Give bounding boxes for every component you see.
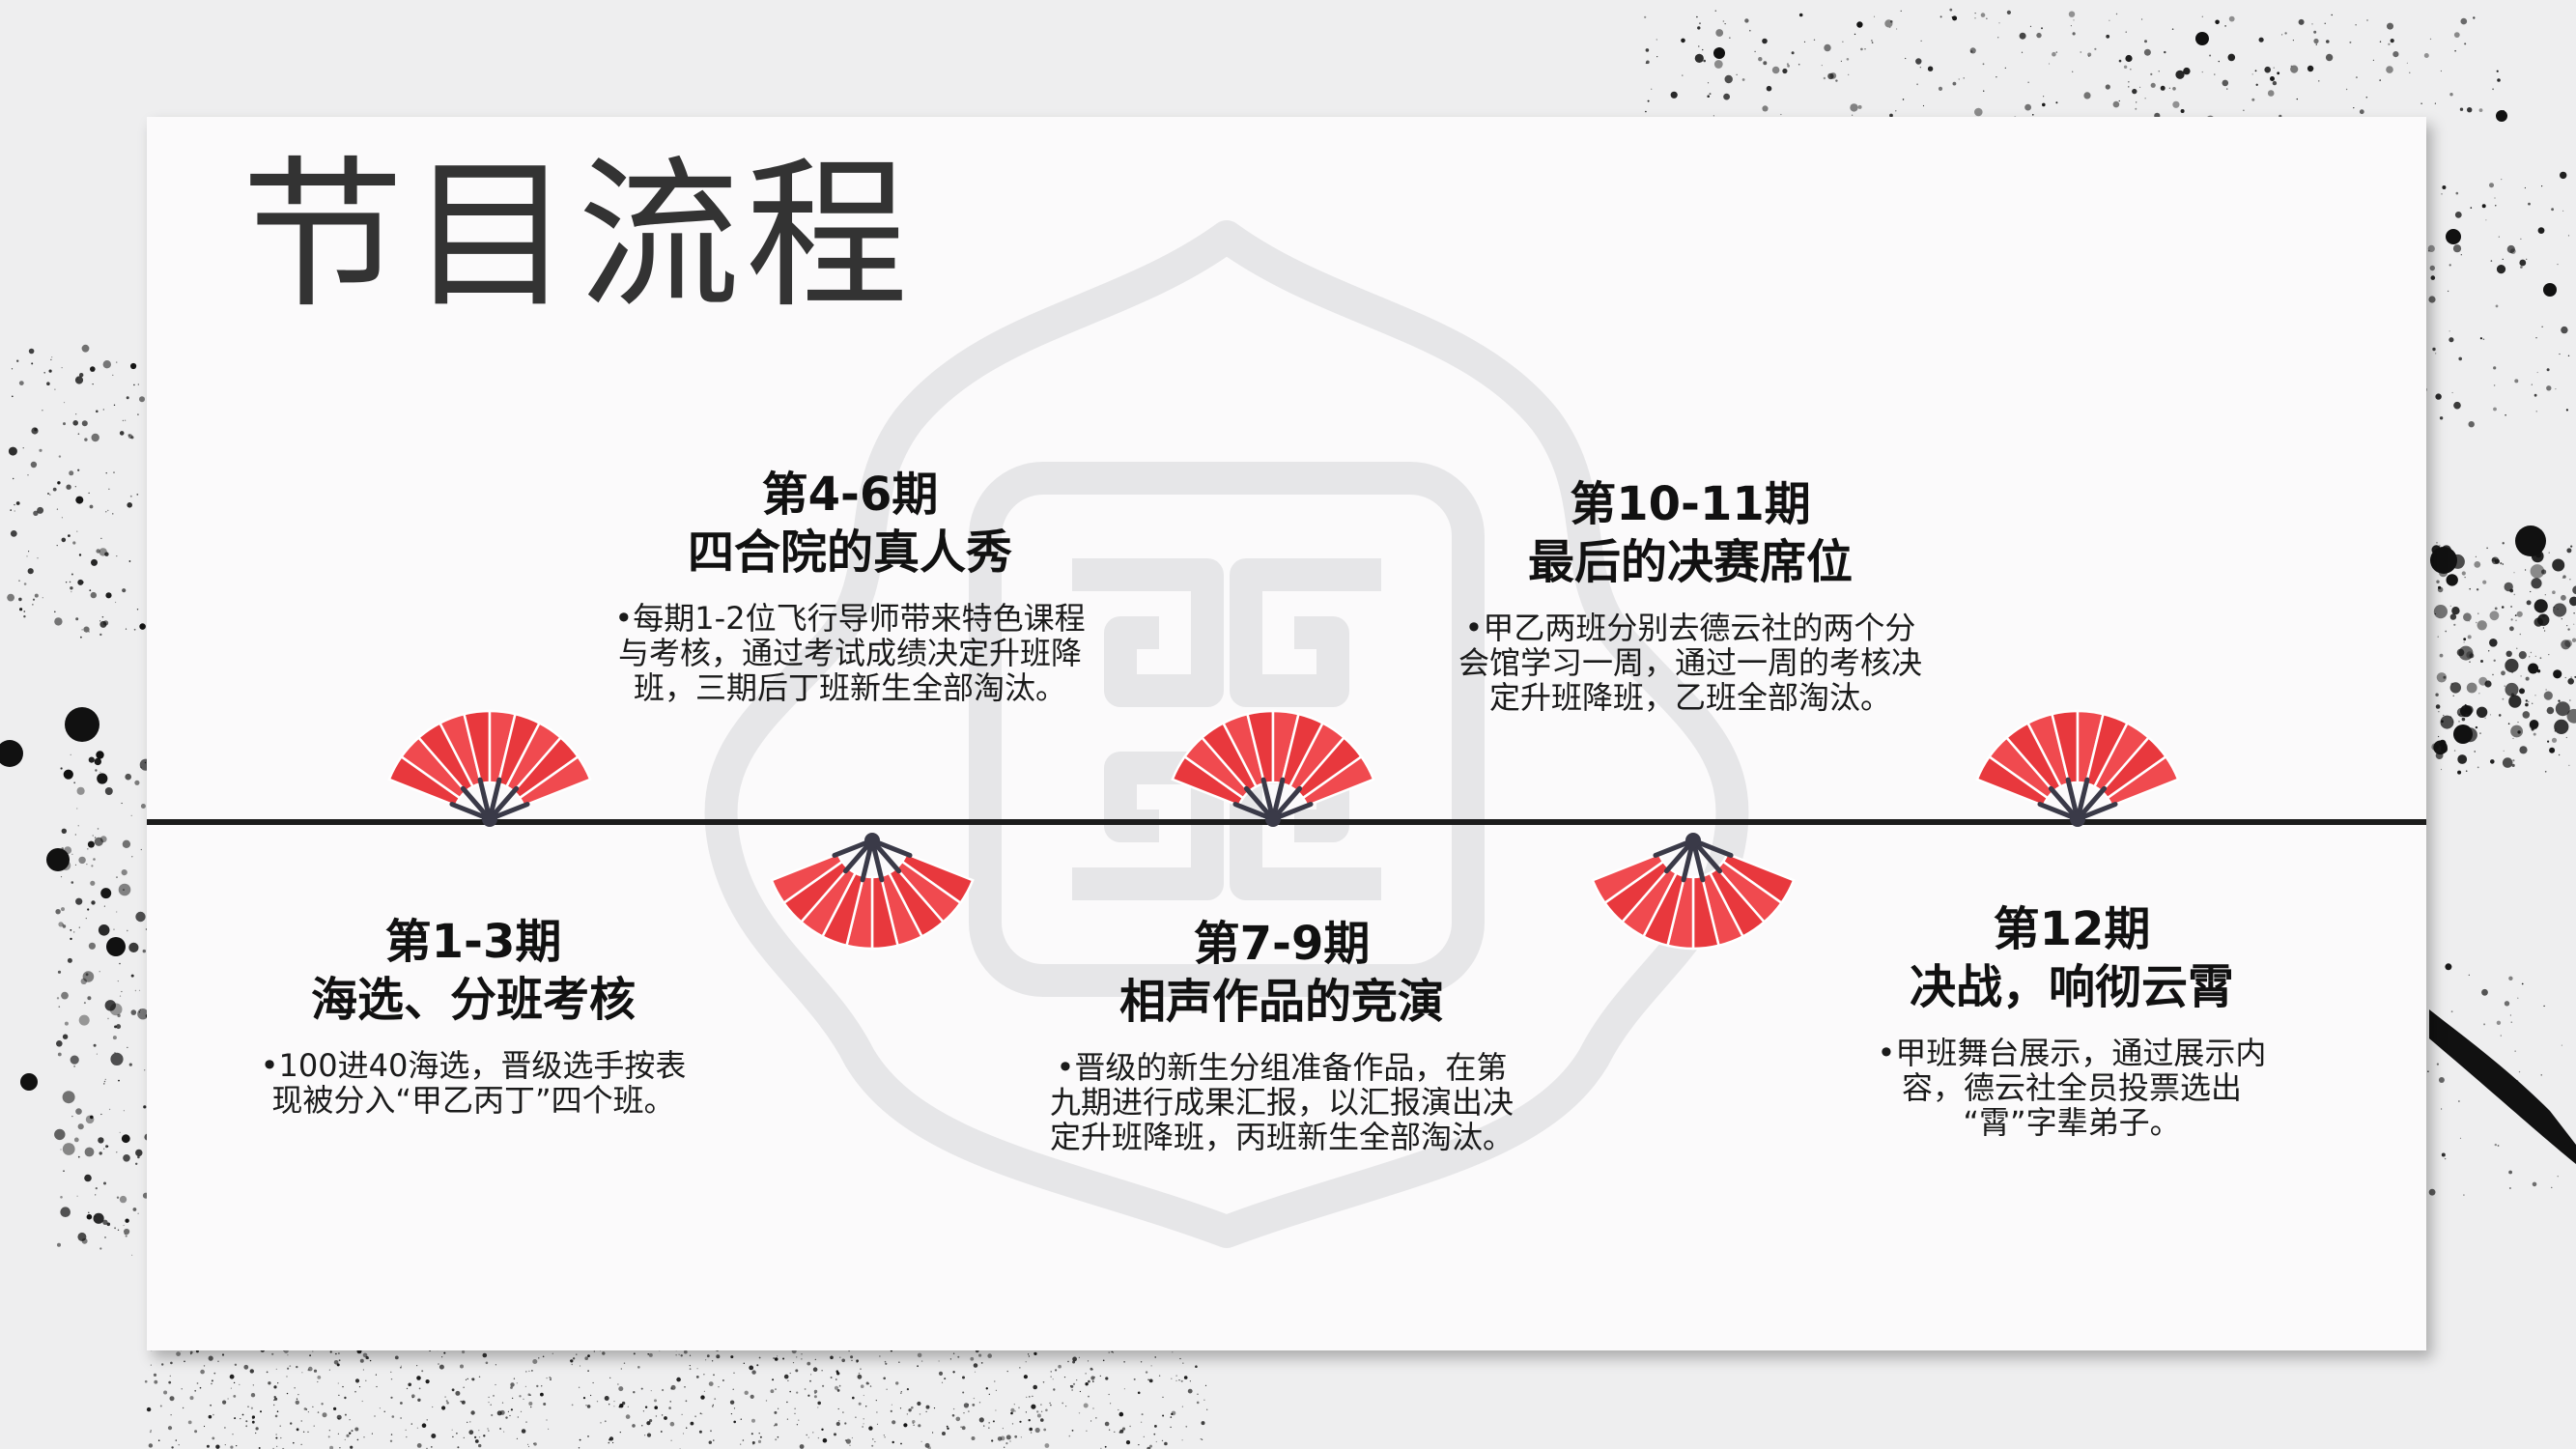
stage-name: 相声作品的竞演: [1118, 975, 1444, 1029]
page-title: 节目流程: [241, 141, 914, 330]
stage-block: 第1-3期 海选、分班考核 •100进40海选，晋级选手按表 现被分入“甲乙丙丁…: [232, 913, 715, 1118]
stage-period: 第12期: [1993, 902, 2151, 956]
stage-description: •晋级的新生分组准备作品，在第 九期进行成果汇报，以汇报演出决 定升班降班，丙班…: [1049, 1049, 1514, 1155]
folding-fan-icon: [1171, 709, 1375, 827]
stage-name: 海选、分班考核: [310, 973, 636, 1027]
stage-description: •甲班舞台展示，通过展示内 容，德云社全员投票选出 “霄”字辈弟子。: [1877, 1035, 2267, 1141]
stage-name: 最后的决赛席位: [1527, 535, 1853, 589]
stage-name: 四合院的真人秀: [687, 526, 1012, 580]
folding-fan-icon: [387, 709, 592, 827]
stage-period: 第4-6期: [761, 468, 939, 522]
folding-fan-icon: [1591, 833, 1796, 951]
stage-period: 第1-3期: [384, 915, 562, 969]
stage-block: 第10-11期 最后的决赛席位 •甲乙两班分别去德云社的两个分 会馆学习一周，通…: [1439, 475, 1941, 715]
stage-description: •甲乙两班分别去德云社的两个分 会馆学习一周，通过一周的考核决 定升班降班，乙班…: [1458, 610, 1922, 716]
folding-fan-icon: [770, 833, 975, 951]
timeline-axis: [147, 819, 2426, 825]
stage-description: •100进40海选，晋级选手按表 现被分入“甲乙丙丁”四个班。: [260, 1047, 687, 1119]
stage-period: 第7-9期: [1193, 917, 1371, 971]
stage-block: 第7-9期 相声作品的竞演 •晋级的新生分组准备作品，在第 九期进行成果汇报，以…: [1031, 915, 1533, 1154]
folding-fan-icon: [1975, 709, 2180, 827]
stage-period: 第10-11期: [1570, 477, 1811, 531]
stage-description: •每期1-2位飞行导师带来特色课程 与考核，通过考试成绩决定升班降 班，三期后丁…: [614, 600, 1086, 706]
stage-block: 第4-6期 四合院的真人秀 •每期1-2位飞行导师带来特色课程 与考核，通过考试…: [599, 466, 1101, 705]
stage-block: 第12期 决战，响彻云霄 •甲班舞台展示，通过展示内 容，德云社全员投票选出 “…: [1830, 900, 2313, 1140]
stage-name: 决战，响彻云霄: [1909, 960, 2234, 1014]
